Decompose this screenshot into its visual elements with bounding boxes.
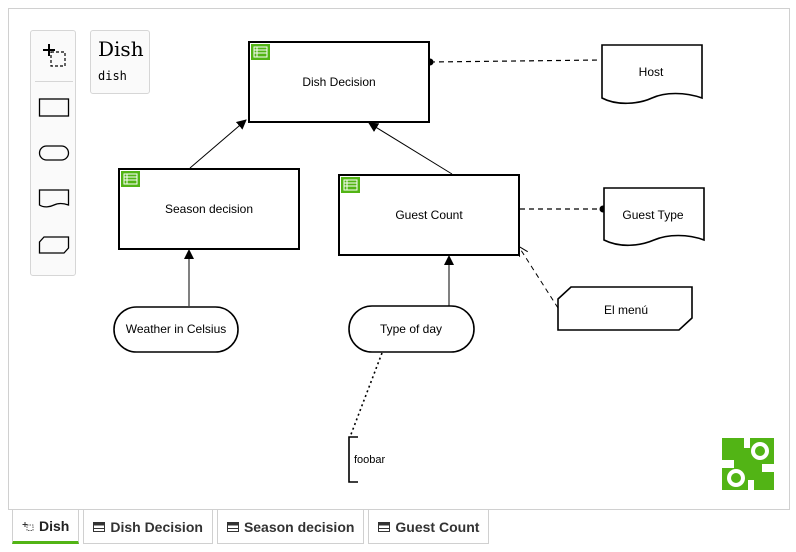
table-icon bbox=[93, 521, 106, 532]
table-icon bbox=[378, 521, 391, 532]
input-data-label: Type of day bbox=[380, 322, 442, 336]
association-annotation[interactable] bbox=[349, 352, 383, 438]
authority-requirement-host[interactable] bbox=[429, 59, 602, 63]
drd-icon bbox=[22, 521, 34, 531]
drd-id[interactable]: dish bbox=[98, 69, 127, 83]
decision-season-decision[interactable]: Season decision bbox=[118, 168, 300, 250]
decision-label: Season decision bbox=[165, 202, 253, 216]
knowledge-source-host[interactable]: Host bbox=[601, 44, 703, 105]
knowledge-source-guest-type[interactable]: Guest Type bbox=[603, 187, 705, 247]
decision-table-icon[interactable] bbox=[251, 44, 270, 60]
input-data-tool-icon[interactable] bbox=[35, 135, 73, 171]
palette-separator bbox=[35, 81, 73, 82]
decision-tool-icon[interactable] bbox=[35, 89, 73, 125]
business-knowledge-tool-icon[interactable] bbox=[35, 227, 73, 263]
knowledge-source-label: Guest Type bbox=[622, 208, 683, 222]
tab-label: Season decision bbox=[243, 518, 355, 535]
business-knowledge-label: El menú bbox=[604, 303, 648, 317]
tab-label: Dish bbox=[39, 517, 70, 534]
text-annotation-label: foobar bbox=[354, 454, 386, 466]
tab-season-decision[interactable]: Season decision bbox=[216, 510, 365, 544]
drd-name-panel[interactable]: Dish dish bbox=[90, 30, 150, 94]
tab-label: Guest Count bbox=[395, 518, 480, 535]
hand-tool-icon[interactable] bbox=[35, 37, 73, 73]
drd-name[interactable]: Dish bbox=[98, 37, 144, 61]
editor-tabs: Dish Dish Decision Season decision Guest… bbox=[12, 510, 490, 544]
decision-label: Guest Count bbox=[395, 208, 463, 222]
camunda-gears-logo-icon bbox=[722, 438, 774, 490]
knowledge-source-label: Host bbox=[639, 65, 664, 79]
info-requirement-season-to-dish[interactable] bbox=[189, 119, 247, 169]
text-annotation-foobar[interactable]: foobar bbox=[348, 436, 386, 483]
tab-guest-count[interactable]: Guest Count bbox=[368, 510, 490, 544]
palette bbox=[30, 30, 76, 276]
decision-label: Dish Decision bbox=[302, 75, 375, 89]
knowledge-requirement-menu[interactable] bbox=[519, 247, 559, 309]
decision-table-icon[interactable] bbox=[121, 171, 140, 187]
decision-table-icon[interactable] bbox=[341, 177, 360, 193]
tab-dish[interactable]: Dish bbox=[12, 510, 80, 544]
decision-guest-count[interactable]: Guest Count bbox=[338, 174, 520, 256]
input-data-type-of-day[interactable]: Type of day bbox=[348, 305, 475, 353]
input-data-weather[interactable]: Weather in Celsius bbox=[113, 306, 239, 353]
info-requirement-guest-to-dish[interactable] bbox=[368, 122, 453, 175]
business-knowledge-el-menu[interactable]: El menú bbox=[557, 286, 693, 331]
knowledge-source-tool-icon[interactable] bbox=[35, 181, 73, 217]
tab-label: Dish Decision bbox=[110, 518, 203, 535]
tab-dish-decision[interactable]: Dish Decision bbox=[83, 510, 213, 544]
input-data-label: Weather in Celsius bbox=[126, 322, 227, 336]
table-icon bbox=[226, 521, 239, 532]
decision-dish-decision[interactable]: Dish Decision bbox=[248, 41, 430, 123]
